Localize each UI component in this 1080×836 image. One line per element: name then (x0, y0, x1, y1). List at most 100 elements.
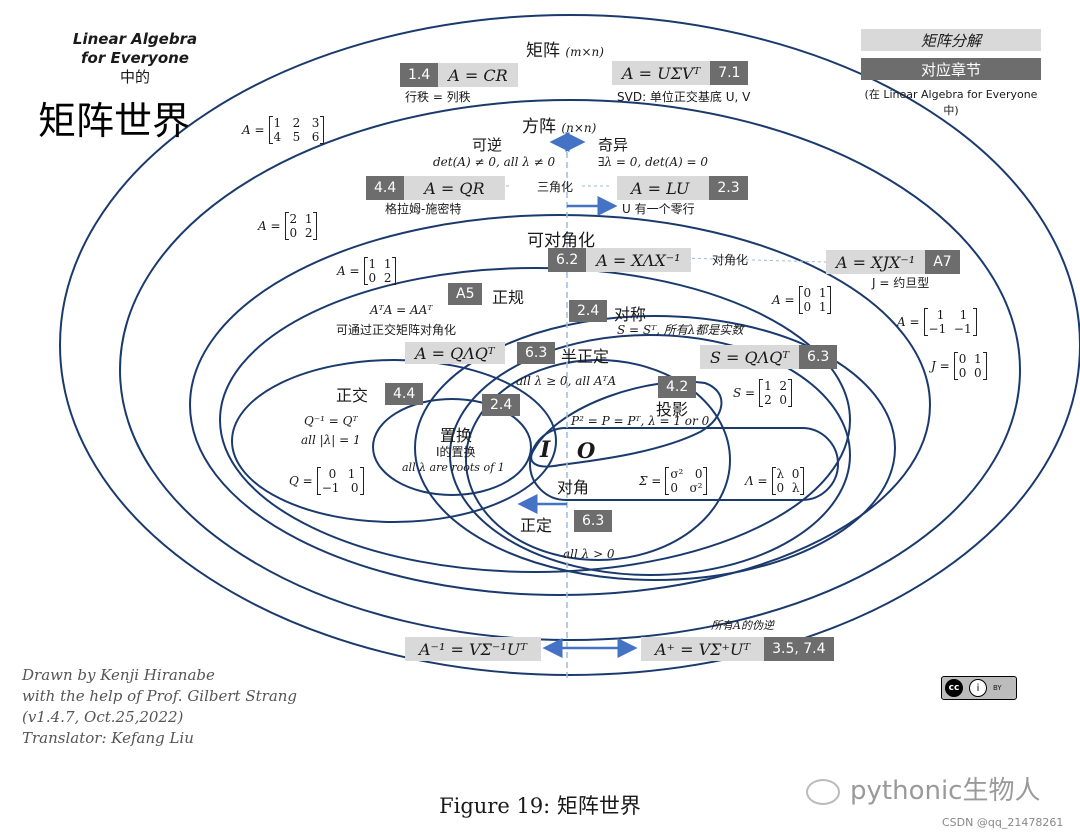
cell: 2 (289, 212, 298, 226)
example-nondiag-matrix: 0 1 0 1 (798, 286, 832, 314)
symmetric-ellipse (414, 315, 896, 581)
label-symmetric-desc: S = Sᵀ, 所有λ都是实数 (617, 323, 744, 337)
label-triangularize: 三角化 (537, 180, 574, 194)
title-zh-small: 中的 (119, 68, 150, 86)
example-diagable-name: A = (337, 264, 360, 278)
box-qr: 4.4 A = QR (366, 176, 505, 200)
cell: 1 (959, 308, 968, 322)
tag-permutation: 2.4 (482, 394, 521, 416)
jordan-connector (679, 257, 827, 263)
box-sym-num: 6.3 (799, 345, 838, 369)
box-cr-num: 1.4 (400, 63, 439, 87)
legend-note: (在 Linear Algebra for Everyone 中) (864, 88, 1038, 117)
cell: 1 (347, 467, 356, 481)
csdn-credit: CSDN @qq_21478261 (942, 816, 1064, 829)
region-pd: 正定 (520, 516, 553, 535)
label-diagonalize: 对角化 (712, 253, 749, 267)
cell: 5 (292, 130, 301, 144)
box-inv: A⁻¹ = VΣ⁻¹Uᵀ (405, 637, 541, 661)
box-eig-eq: A = XΛX⁻¹ (596, 250, 681, 270)
orthogonal-ellipse (231, 359, 557, 523)
projection-loop (530, 380, 723, 468)
tag-pd: 6.3 (574, 510, 613, 532)
box-pinv-eq: A⁺ = VΣ⁺Uᵀ (655, 639, 751, 659)
label-det-nonzero: det(A) ≠ 0, all λ ≠ 0 (433, 155, 556, 169)
cell: 0 (958, 366, 967, 380)
example-lambda-matrix: λ 0 0 λ (771, 467, 805, 495)
note-gram-schmidt: 格拉姆-施密特 (385, 202, 462, 216)
cell: 0 (289, 226, 298, 240)
cell: 2 (383, 271, 392, 285)
watermark: pythonic生物人 (806, 770, 1040, 807)
cell: −1 (321, 481, 340, 495)
cell: −1 (928, 322, 947, 336)
cc-icon: cc (945, 679, 963, 697)
cell: 0 (779, 393, 788, 407)
example-ortho-matrix: 0 1 −1 0 (316, 467, 364, 495)
example-sigma-matrix: σ² 0 0 σ² (665, 467, 708, 495)
label-invertible: 可逆 (472, 136, 503, 154)
cell: 0 (958, 352, 967, 366)
box-qr-num: 4.4 (366, 176, 405, 200)
example-lambda-name: Λ = (745, 474, 768, 488)
title-line1: Linear Algebra (72, 30, 198, 48)
box-cr-eq: A = CR (448, 65, 508, 85)
region-diagonal: 对角 (557, 478, 590, 497)
label-perm-cond: all λ are roots of 1 (402, 461, 505, 474)
box-normal-eq: A = QΛQᵀ (415, 343, 495, 363)
cell: 1 (383, 257, 392, 271)
tag-psd: 6.3 (517, 342, 556, 364)
example-nondiag: A = 0 1 0 1 (772, 286, 832, 314)
credit-line3: (v1.4.7, Oct.25,2022) (22, 708, 184, 726)
example-jordan-matrix: 0 1 0 0 (953, 352, 987, 380)
region-matrix-label: 矩阵 (526, 41, 560, 61)
example-lambda: Λ = λ 0 0 λ (745, 467, 805, 495)
example-rect-matrix: 1 2 3 4 5 6 (268, 116, 325, 144)
credits: Drawn by Kenji Hiranabe with the help of… (22, 665, 297, 749)
example-ortho: Q = 0 1 −1 0 (289, 467, 364, 495)
cell: 0 (803, 286, 812, 300)
title-english: Linear Algebra for Everyone 中的 (60, 30, 210, 87)
cell: 1 (818, 286, 827, 300)
cell: 0 (368, 271, 377, 285)
pd-ellipse (465, 359, 731, 561)
region-normal: 正规 (492, 288, 525, 307)
cc-license-badge: cc i BY (941, 676, 1017, 700)
by-text: BY (993, 684, 1002, 692)
example-jordan: J = 0 1 0 0 (931, 352, 987, 380)
region-square-label: 方阵 (522, 117, 556, 137)
cell: 1 (818, 300, 827, 314)
region-symmetric: 对称 (614, 305, 647, 324)
example-ortho-name: Q = (289, 474, 313, 488)
label-normal-cond: AᵀA = AAᵀ (370, 303, 433, 317)
tag-projection: 4.2 (658, 376, 697, 398)
label-psd-cond: all λ ≥ 0, all AᵀA (516, 374, 617, 388)
cell: 0 (803, 300, 812, 314)
label-jordan: J = 约旦型 (872, 276, 930, 290)
legend-chapter: 对应章节 (861, 58, 1041, 80)
label-u-zero-row: U 有一个零行 (622, 202, 695, 216)
example-sigma: Σ = σ² 0 0 σ² (639, 467, 708, 495)
title-line2: for Everyone (81, 49, 189, 67)
region-orthogonal: 正交 (336, 386, 369, 405)
box-lu-num: 2.3 (709, 176, 748, 200)
label-singular: 奇异 (598, 136, 629, 154)
watermark-text: pythonic生物人 (850, 776, 1041, 806)
diagonal-capsule (529, 427, 839, 501)
note-rank: 行秩 = 列秩 (405, 90, 471, 104)
example-nondiag2-name: A = (897, 315, 920, 329)
cell: 1 (273, 116, 282, 130)
normal-ellipse (219, 267, 851, 573)
cell: 0 (776, 481, 785, 495)
box-cr: 1.4 A = CR (400, 63, 518, 87)
box-eig: 6.2 A = XΛX⁻¹ (548, 248, 691, 272)
cell: 2 (779, 379, 788, 393)
legend-decomposition: 矩阵分解 (861, 29, 1041, 51)
example-sym-name: S = (733, 386, 756, 400)
cell: 1 (936, 308, 945, 322)
example-rect-r1: 4 5 6 (274, 130, 320, 144)
box-sym-eq: S = QΛQᵀ (710, 347, 790, 367)
example-diagable: A = 1 1 0 2 (337, 257, 397, 285)
box-pinv-num: 3.5, 7.4 (764, 637, 834, 661)
example-square-matrix: 2 1 0 2 (284, 212, 318, 240)
